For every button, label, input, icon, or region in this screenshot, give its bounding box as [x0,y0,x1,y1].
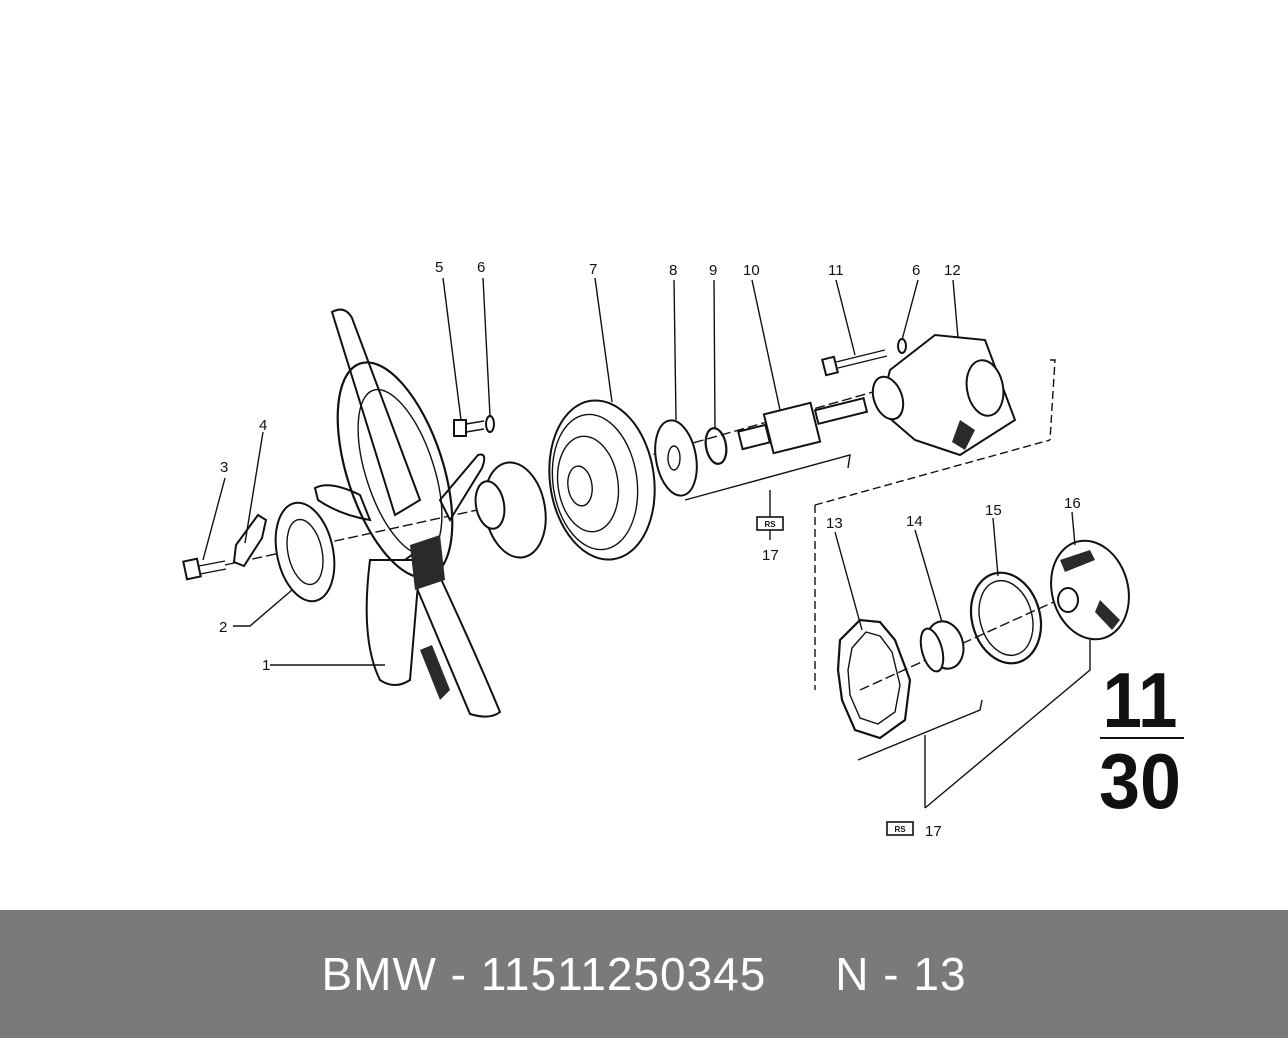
lock-plate-part [232,513,268,568]
flange-part [654,419,698,497]
label-part-17-lower: 17 [925,823,942,840]
brand-separator: - [436,948,481,1000]
label-part-10: 10 [743,262,760,279]
bolt-part [182,557,227,581]
pulley-part [548,399,656,561]
label-part-15: 15 [985,502,1002,519]
rs-tag-upper: RS [756,516,784,531]
brand-name: BMW [321,948,437,1000]
label-part-8: 8 [669,262,677,279]
rs-tag-lower: RS [886,821,914,836]
group-code-top: 11 [1103,656,1178,744]
position-label: N - 13 [835,948,967,1000]
label-part-4: 4 [259,417,267,434]
label-part-1: 1 [262,657,270,674]
label-part-13: 13 [826,515,843,532]
ring-part [969,571,1043,665]
svg-text:RS: RS [894,825,906,834]
label-part-16: 16 [1064,495,1081,512]
label-part-6b: 6 [912,262,920,279]
footer-gap [766,947,835,1001]
group-code: 11 30 [1099,656,1184,825]
pump-housing-part [871,333,1017,457]
small-bolt-part [453,415,495,437]
gasket-part [836,618,912,740]
part-info-footer: BMW - 11511250345 N - 13 [0,910,1288,1038]
label-part-6: 6 [477,259,485,276]
fan-part [313,308,502,718]
svg-text:RS: RS [764,520,776,529]
parts-diagram: 1 2 3 4 5 6 7 8 9 10 11 6 12 13 14 15 16… [182,259,1184,840]
label-part-2: 2 [219,619,227,636]
spacer-flange-part [274,501,336,603]
label-part-5: 5 [435,259,443,276]
label-part-9: 9 [709,262,717,279]
label-part-14: 14 [906,513,923,530]
part-labels: 1 2 3 4 5 6 7 8 9 10 11 6 12 13 14 15 16… [219,259,1081,840]
label-part-11: 11 [828,262,844,279]
leader-lines [202,277,1076,666]
seal-part [919,620,965,673]
group-code-bottom: 30 [1099,737,1181,825]
label-part-12: 12 [944,262,961,279]
circlip-part [704,427,728,465]
impeller-part [1050,539,1130,641]
label-part-7: 7 [589,261,597,278]
hub-part [474,461,547,559]
part-number: 11511250345 [480,948,767,1000]
shaft-bearing-part [737,396,869,455]
label-part-17-upper: 17 [762,547,779,564]
label-part-3: 3 [220,459,228,476]
